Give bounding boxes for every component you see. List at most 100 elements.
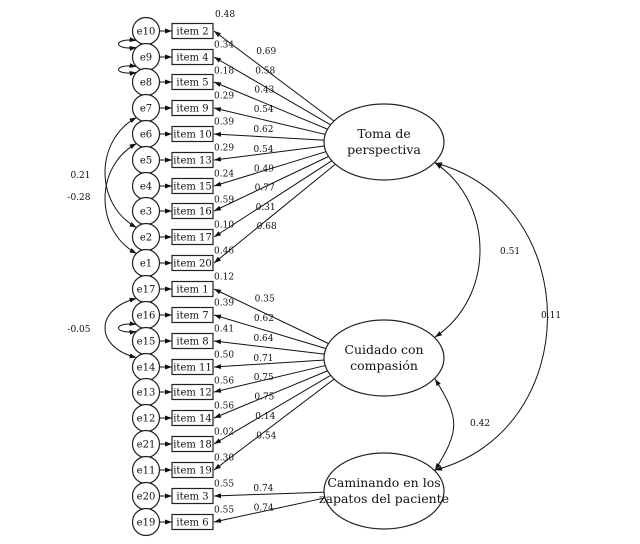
factor-loading-arrow [213,314,328,350]
factor-loading-value: 0.74 [253,484,273,494]
observed-item-box [171,383,214,401]
factor-loading-arrow [213,107,327,136]
r-squared-value: 0.12 [214,273,234,283]
r-squared-value: 0.34 [214,41,234,51]
factor-loading-arrow [213,81,329,131]
factor-loading-value: 0.43 [254,85,274,95]
r-squared-value: 0.56 [214,402,234,412]
observed-item-label: item 1 [176,285,208,296]
observed-item-box [171,358,214,376]
observed-item-label: item 14 [173,414,212,425]
factor-covariance-arrow [434,162,481,338]
observed-item-box [171,125,214,143]
factor-loading-value: 0.71 [253,354,273,364]
observed-item-label: item 18 [173,440,212,451]
error-covariance-arrow [118,63,137,76]
error-covariance-value: 0.21 [70,171,90,181]
factor-loading-value: 0.54 [256,432,276,442]
factor-loading-arrow [213,491,326,499]
r-squared-value: 0.48 [215,10,235,20]
latent-factor-label: Toma de [357,126,411,141]
error-term-label: e13 [137,388,156,399]
observed-item-box [171,513,214,531]
r-squared-value: 0.55 [214,480,234,490]
r-squared-value: 0.02 [214,428,234,438]
observed-item-label: item 16 [173,207,212,218]
error-covariance-value: -0.05 [67,325,90,335]
observed-item-label: item 7 [176,311,208,322]
factor-loading-arrow [213,56,332,126]
observed-item-label: item 9 [176,104,208,115]
error-covariance-arrow [104,143,137,254]
error-term-label: e19 [137,518,156,529]
factor-covariance-arrow [434,378,455,471]
observed-item-label: item 10 [173,130,212,141]
error-term-label: e2 [140,233,152,244]
error-covariance-value: -0.28 [67,193,90,203]
factor-loading-arrow [213,131,326,141]
latent-factor-ellipse [323,452,445,530]
observed-item-label: item 13 [173,156,212,167]
factor-loading-value: 0.75 [254,373,274,383]
latent-factor-label: perspectiva [347,142,421,157]
observed-item-box [171,409,214,427]
latent-factor-label: Cuidado con [344,342,423,357]
observed-item-label: item 8 [176,337,208,348]
observed-item-box [171,177,214,195]
factor-loading-arrow [213,378,336,471]
factor-loading-value: 0.68 [257,222,277,232]
error-term-label: e20 [137,492,156,503]
error-covariance-arrow [104,297,137,359]
factor-loading-arrow [213,497,327,523]
error-term-label: e4 [140,182,152,193]
factor-loading-arrow [213,374,332,445]
error-term-label: e16 [137,311,156,322]
factor-covariance-arrow [434,162,548,471]
latent-factor-label: Caminando en los [327,475,440,490]
observed-item-label: item 2 [176,27,208,38]
observed-item-box [171,487,214,505]
factor-loading-value: 0.74 [254,504,274,514]
observed-item-box [171,280,214,298]
latent-factor-label: zapatos del paciente [319,491,449,506]
observed-item-box [171,99,214,117]
observed-item-label: item 19 [173,466,212,477]
factor-loading-arrow [213,369,329,419]
r-squared-value: 0.18 [214,67,234,77]
error-covariance-arrow [118,321,137,335]
factor-loading-value: 0.69 [256,47,276,57]
error-term-label: e6 [140,130,152,141]
observed-item-box [171,202,214,220]
factor-loading-value: 0.49 [254,165,274,175]
factor-loading-arrow [213,159,333,238]
error-term-label: e3 [140,207,152,218]
error-term-label: e11 [137,466,156,477]
observed-item-label: item 17 [173,233,212,244]
factor-loading-arrow [213,359,326,370]
r-squared-value: 0.39 [214,118,234,128]
observed-item-label: item 20 [173,259,212,270]
observed-item-label: item 12 [173,388,212,399]
factor-loading-value: 0.77 [255,184,275,194]
factor-covariance-value: 0.51 [500,247,520,257]
r-squared-value: 0.50 [214,351,234,361]
observed-item-box [171,22,214,40]
factor-loading-value: 0.75 [254,393,274,403]
observed-item-box [171,48,214,66]
factor-loading-arrow [213,163,337,264]
r-squared-value: 0.29 [214,92,234,102]
observed-item-label: item 11 [173,363,212,374]
r-squared-value: 0.39 [214,299,234,309]
error-term-label: e14 [137,363,156,374]
factor-loading-value: 0.62 [254,314,274,324]
observed-item-label: item 15 [173,182,212,193]
error-term-circle [131,507,161,537]
observed-item-label: item 5 [176,78,208,89]
factor-loading-arrow [213,155,330,212]
error-term-label: e9 [140,53,152,64]
observed-item-box [171,228,214,246]
r-squared-value: 0.29 [214,144,234,154]
factor-loading-arrow [213,364,327,393]
r-squared-value: 0.10 [214,221,234,231]
